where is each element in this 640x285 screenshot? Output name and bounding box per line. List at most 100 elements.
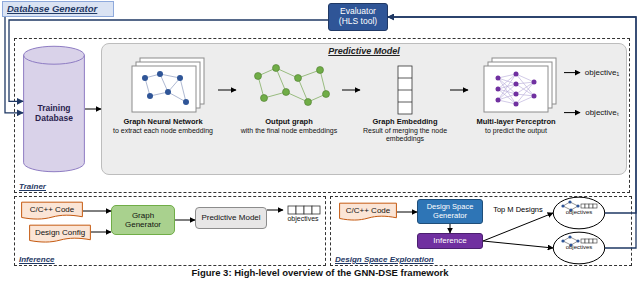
connector-arrow (9, 20, 328, 101)
node-note: to extract each node embedding (113, 127, 213, 135)
connector-arrow (91, 232, 111, 233)
illustration-part (498, 100, 516, 104)
generator-box: Database Generator (2, 1, 114, 17)
illustration-part (561, 239, 564, 242)
illustration-part (145, 74, 186, 102)
illustration-part (532, 94, 537, 99)
edge-label: Top M Designs (491, 206, 545, 215)
node-text: Predictive Model (201, 213, 260, 222)
inference-region: InferenceC/C++ CodeDesign ConfigGraph Ge… (14, 196, 326, 266)
illustration-part (498, 74, 534, 104)
mlp-illustration (484, 58, 556, 112)
document-shape: C/C++ Code (339, 203, 397, 221)
illustration-part (561, 235, 579, 246)
illustration-part (589, 204, 593, 208)
process-box: Predictive Model (195, 207, 267, 229)
illustration-part (568, 235, 571, 238)
output-label: objective₁ (580, 68, 624, 77)
illustration-part (157, 71, 163, 77)
node-text: Database Generator (7, 4, 97, 15)
connector-arrow (83, 211, 111, 212)
document-outline (340, 203, 397, 220)
illustration-part (532, 80, 537, 85)
connector-arrow (564, 112, 580, 113)
illustration-part (569, 208, 572, 211)
illustration-part (514, 72, 519, 77)
illustration-part (168, 92, 186, 102)
illustration-part (295, 75, 302, 82)
illustration-part (305, 99, 312, 106)
output-label: objectiveₜ (580, 108, 624, 117)
illustration-part (516, 74, 534, 82)
node-text: Inference (19, 255, 55, 264)
illustration-part (516, 96, 534, 104)
node-text: Graph Neural Network (123, 118, 202, 127)
illustration-part (516, 82, 534, 94)
illustration-part (581, 204, 585, 208)
node-note: Result of merging the node embeddings (360, 127, 450, 143)
illustration-part (585, 204, 589, 208)
circle-outline (553, 197, 604, 229)
connector-arrow (450, 224, 451, 233)
node-text: Design Config (35, 228, 85, 237)
design-icon (561, 200, 597, 211)
illustration-part (312, 206, 320, 214)
illustration-part (581, 239, 585, 243)
illustration-part (581, 239, 597, 243)
process-box: Inference (417, 233, 483, 249)
illustration-part (258, 68, 326, 102)
illustration-part (398, 102, 412, 103)
node-text: objectives (566, 244, 593, 251)
illustration-part (323, 91, 330, 98)
illustration-part (288, 206, 296, 214)
illustration-part (516, 74, 534, 96)
illustration-part (496, 72, 537, 107)
connector-arrow (388, 17, 636, 213)
node-text: Predictive Model (328, 46, 400, 56)
illustration-part (516, 94, 534, 96)
illustration-part (569, 243, 572, 246)
node-note: to predict the output (485, 127, 547, 135)
cylinder-body (24, 46, 85, 171)
design-circle: objectives (553, 232, 605, 264)
illustration-part (561, 200, 579, 211)
illustration-part (177, 75, 183, 81)
illustration-part (589, 239, 593, 243)
illustration-part (484, 66, 548, 112)
illustration-part (516, 84, 534, 96)
illustration-part (142, 75, 148, 81)
node-text: objective₁ (585, 68, 619, 77)
document-outline (30, 225, 91, 242)
node-text: objectives (566, 209, 593, 216)
node-text: Evaluator (HLS tool) (332, 7, 384, 27)
illustration-part (132, 66, 196, 112)
illustration-part (276, 68, 286, 92)
evaluator-box: Evaluator (HLS tool) (328, 3, 388, 31)
illustration-part (585, 239, 589, 243)
node-text: Trainer (19, 182, 46, 191)
output-graph-illustration (255, 65, 330, 106)
document-shape: Design Config (29, 225, 91, 243)
document-outline (22, 202, 83, 219)
illustration-part (498, 78, 516, 84)
node-text: Output graph (265, 118, 313, 127)
cylinder-rim (24, 55, 85, 64)
node-text: C/C++ Code (346, 206, 390, 215)
illustration-part (496, 98, 501, 103)
database-cylinder: Training Database (23, 45, 85, 173)
illustration-part (496, 76, 501, 81)
illustration-part (255, 73, 262, 80)
illustration-part (576, 239, 579, 242)
process-box: Graph Generator (111, 205, 175, 235)
illustration-part (581, 204, 597, 208)
illustration-part (398, 90, 412, 91)
illustration-part (498, 74, 516, 100)
node-text: Multi-layer Perceptron (476, 118, 555, 127)
node-note: with the final node embeddings (241, 127, 338, 135)
illustration-part (496, 87, 501, 92)
design-icon (561, 235, 597, 246)
illustration-part (568, 200, 571, 203)
node-text: Design Space Exploration (335, 255, 434, 264)
